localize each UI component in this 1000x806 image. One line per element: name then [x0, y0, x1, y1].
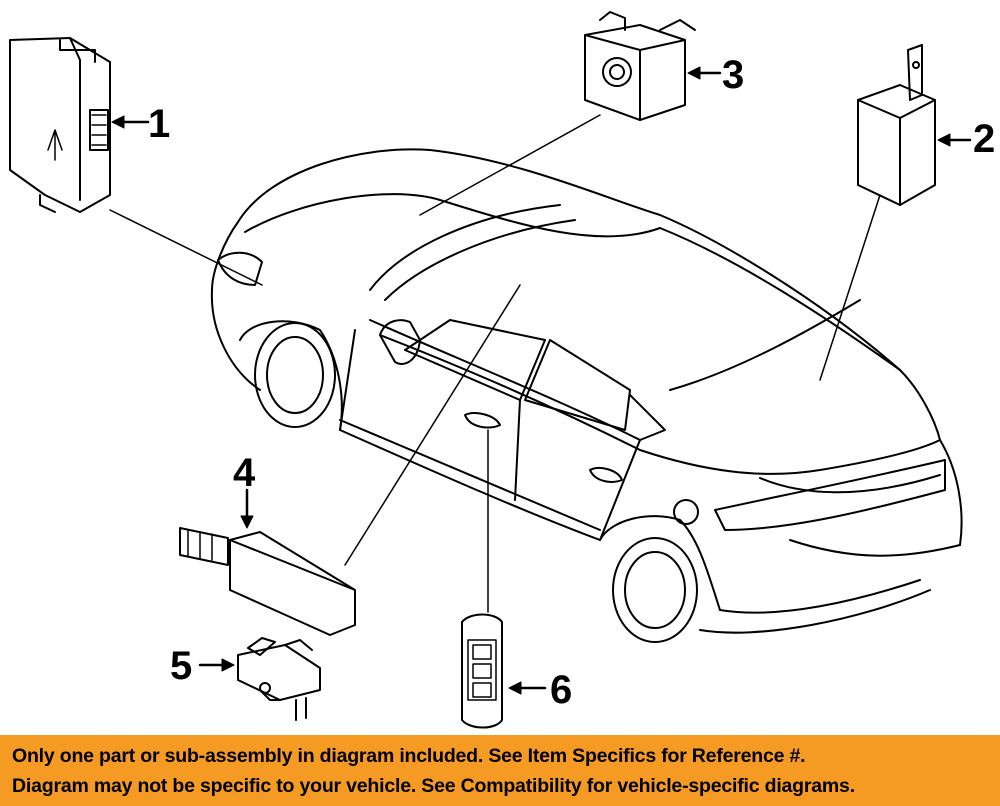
- callout-3: 3: [722, 53, 745, 97]
- parts-diagram: [9, 11, 972, 729]
- part-3-actuator: [584, 11, 696, 121]
- part-1-control-module: [9, 37, 111, 213]
- part-5-sensor: [237, 637, 321, 721]
- vehicle-outline: [210, 148, 963, 643]
- disclaimer-line-1: Only one part or sub-assembly in diagram…: [12, 745, 806, 767]
- leader-lines: [109, 114, 881, 613]
- callout-5: 5: [170, 644, 193, 688]
- callout-6: 6: [550, 668, 573, 712]
- disclaimer-banner: Only one part or sub-assembly in diagram…: [0, 735, 1000, 806]
- callout-1: 1: [148, 102, 171, 146]
- part-4-antenna: [179, 527, 356, 636]
- disclaimer-line-2: Diagram may not be specific to your vehi…: [12, 775, 855, 797]
- part-6-key-fob: [461, 613, 503, 729]
- callout-2: 2: [973, 117, 996, 161]
- callout-4: 4: [233, 451, 256, 495]
- callout-arrows: [111, 66, 972, 695]
- part-2-relay: [857, 44, 936, 206]
